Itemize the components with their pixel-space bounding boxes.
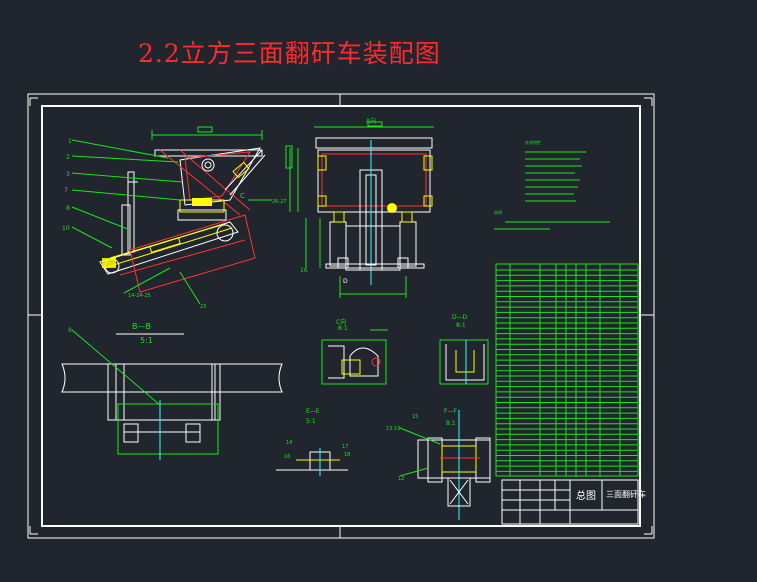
tech-notes: 技术特性 说明 <box>494 139 610 230</box>
detail-c-label: C向 <box>336 319 347 326</box>
svg-text:18: 18 <box>344 452 350 458</box>
section-d-d-label: D—D <box>452 314 468 321</box>
svg-text:C: C <box>240 192 245 200</box>
svg-text:13-19: 13-19 <box>386 426 401 432</box>
section-f-f: 13-19 12 15 <box>386 410 491 520</box>
drawing-title: 2.2立方三面翻矸车装配图 <box>138 39 441 68</box>
section-b-b-scale: 5:1 <box>140 336 153 345</box>
svg-text:2: 2 <box>66 154 70 161</box>
parts-list <box>495 263 639 477</box>
section-f-f-label: F—F <box>444 408 457 415</box>
detail-c-scale: 8:1 <box>338 325 348 332</box>
svg-text:说明: 说明 <box>494 209 502 215</box>
section-b-b-label: B—B <box>132 322 151 331</box>
svg-text:17: 17 <box>342 444 348 450</box>
front-view: 16 D <box>300 121 434 298</box>
svg-text:14: 14 <box>286 440 292 446</box>
section-d-d-scale: 8:1 <box>456 322 466 329</box>
title-block <box>501 479 639 525</box>
title-block-type: 总图 <box>576 491 596 502</box>
svg-text:8: 8 <box>66 205 70 212</box>
side-view-label: A向 <box>366 118 377 125</box>
detail-c <box>321 329 388 385</box>
svg-text:7: 7 <box>64 187 68 194</box>
svg-text:D: D <box>343 278 348 285</box>
svg-text:16: 16 <box>300 267 308 274</box>
section-d-d <box>439 339 489 385</box>
section-f-f-scale: 8:1 <box>446 420 456 427</box>
svg-text:技术特性: 技术特性 <box>525 139 541 145</box>
svg-text:26-27: 26-27 <box>272 199 287 205</box>
svg-text:23: 23 <box>200 304 206 310</box>
drawing-frame <box>27 93 655 539</box>
section-b-b: 9 <box>61 327 283 460</box>
svg-text:12: 12 <box>398 476 404 482</box>
section-e-e-label: E—E <box>306 408 320 415</box>
svg-text:10: 10 <box>62 225 70 232</box>
svg-text:16: 16 <box>284 454 290 460</box>
section-e-e: 14 17 16 18 <box>276 440 350 476</box>
title-block-product: 三面翻矸车 <box>606 490 646 499</box>
section-e-e-scale: 5:1 <box>306 418 316 425</box>
svg-text:14-24-25: 14-24-25 <box>128 293 151 299</box>
svg-text:3: 3 <box>66 171 70 178</box>
svg-text:1: 1 <box>68 138 72 145</box>
main-view: 1 2 3 7 8 10 C 26-27 14-24-25 23 <box>62 126 299 310</box>
svg-text:15: 15 <box>412 414 418 420</box>
svg-text:9: 9 <box>68 327 72 334</box>
